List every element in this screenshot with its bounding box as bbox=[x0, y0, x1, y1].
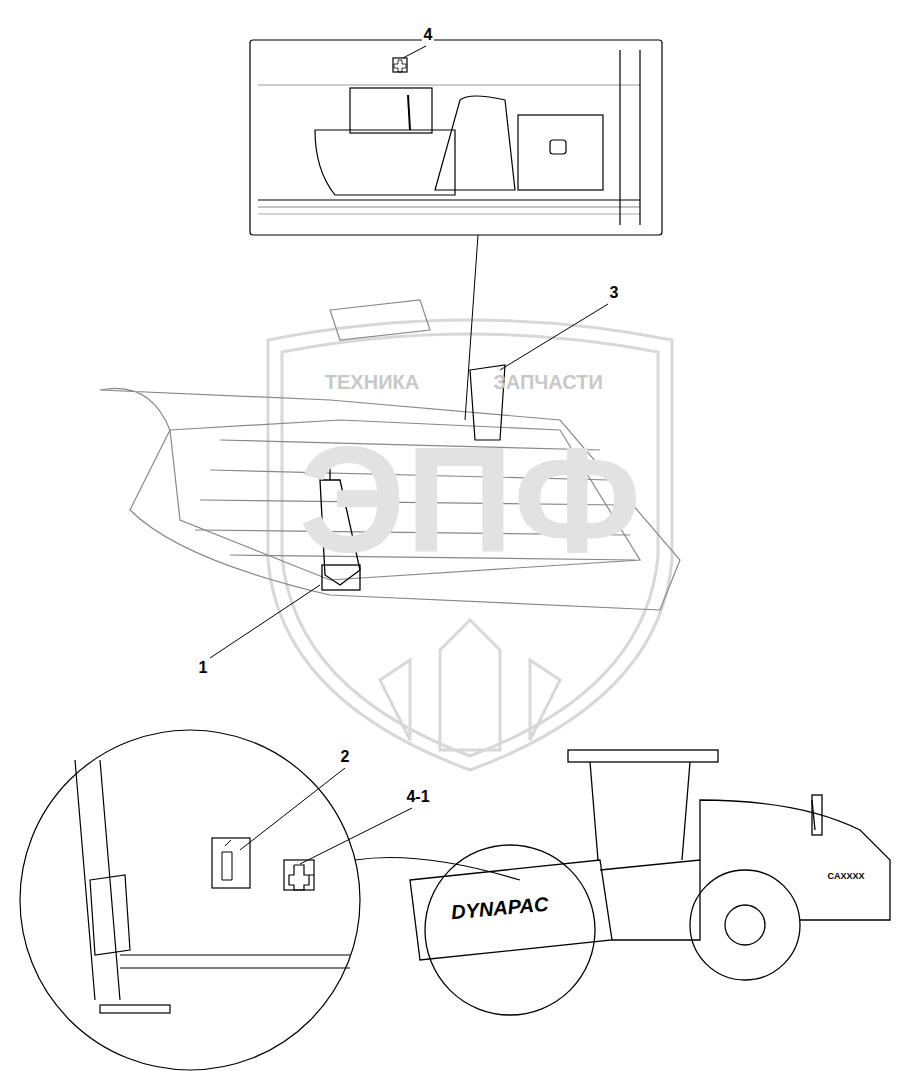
detail-circle bbox=[20, 730, 520, 1070]
callout-number: 4 bbox=[422, 26, 435, 44]
watermark-shield bbox=[268, 320, 672, 770]
callout-number: 1 bbox=[197, 659, 210, 677]
watermark-text: ТЕХНИКА bbox=[325, 372, 419, 392]
callout-number: 4-1 bbox=[404, 788, 431, 806]
callout-number: 2 bbox=[339, 748, 352, 766]
operator-platform bbox=[100, 300, 680, 610]
brand-text: DYNAPAC bbox=[449, 893, 552, 924]
watermark-logo: ЭПФ bbox=[299, 425, 642, 575]
model-text: CAXXXX bbox=[825, 871, 866, 882]
watermark-text: ЗАПЧАСТИ bbox=[493, 372, 603, 392]
callout-number: 3 bbox=[608, 284, 621, 302]
inset-view bbox=[250, 40, 662, 235]
roller-machine bbox=[410, 750, 890, 1015]
